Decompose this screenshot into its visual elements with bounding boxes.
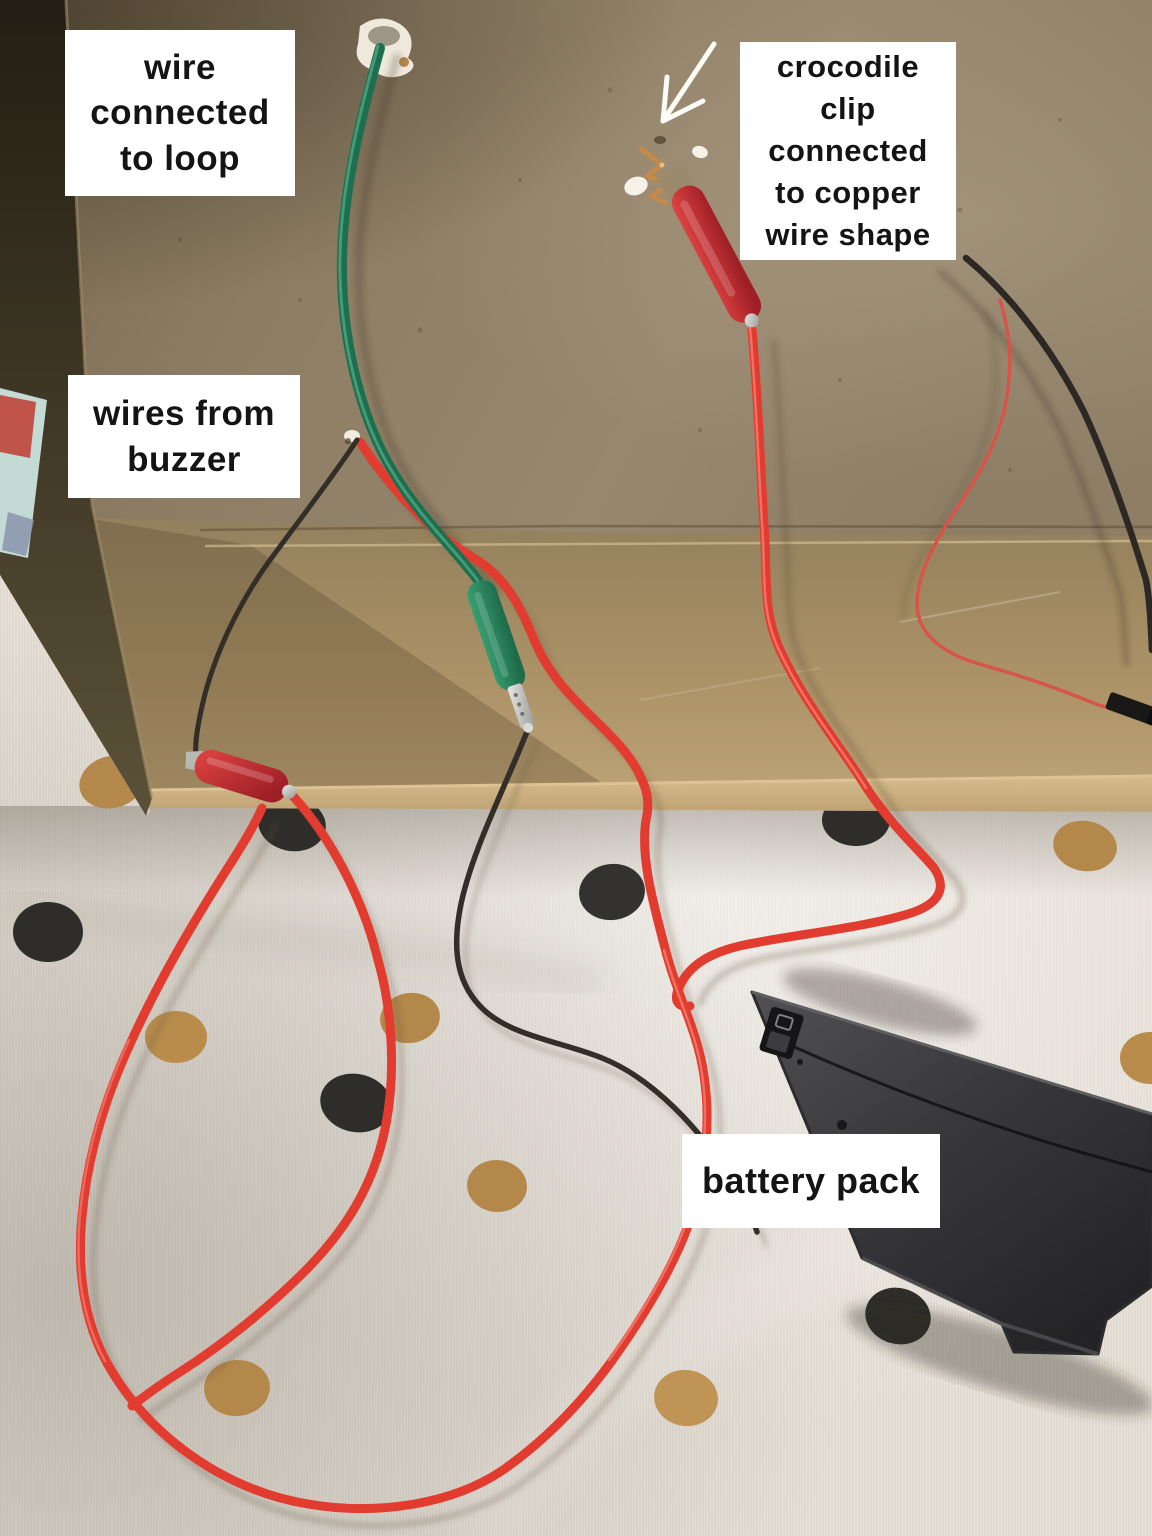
red-crocodile-clip-top — [656, 163, 762, 328]
battery-pack — [750, 968, 1152, 1415]
red-wire-from-left-clip — [127, 790, 397, 1411]
cloth-wrinkle — [0, 887, 604, 998]
background-object — [0, 388, 47, 558]
red-wire-long — [76, 437, 712, 1514]
battery-screw-hole — [837, 1120, 847, 1130]
box-cast-shadow — [0, 806, 1152, 896]
annotation-wires-from-buzzer: wires from buzzer — [68, 375, 300, 498]
annotation-crocodile-clip: crocodile clip connected to copper wire … — [740, 42, 956, 260]
black-buzzer-wire — [193, 437, 360, 763]
annotation-text: crocodile clip connected to copper wire … — [765, 49, 931, 252]
red-crocodile-clip-left — [185, 749, 296, 803]
thin-red-lead-right — [915, 298, 1118, 712]
floor-corner-shadow — [85, 518, 630, 808]
floor-scratch — [899, 591, 1061, 623]
green-crocodile-clip — [467, 580, 535, 733]
box-floor — [85, 518, 1152, 816]
green-wire — [336, 43, 485, 588]
annotation-text: wire connected to loop — [90, 47, 270, 178]
annotation-wire-connected-to-loop: wire connected to loop — [65, 30, 295, 196]
black-lead-right — [962, 254, 1152, 654]
arrow-icon — [660, 41, 717, 124]
battery-switch — [759, 1006, 804, 1059]
cardboard-box — [0, 0, 1152, 816]
battery-lid-seam — [765, 1032, 1152, 1174]
red-wire-from-top-clip — [672, 325, 945, 1011]
pin-connector — [1105, 692, 1152, 726]
annotation-text: wires from buzzer — [93, 394, 275, 479]
wall-floor-crease — [199, 524, 1152, 532]
floor-fold-highlight — [204, 539, 1152, 548]
annotation-text: battery pack — [701, 1159, 921, 1201]
annotation-battery-pack: battery pack — [682, 1134, 940, 1228]
